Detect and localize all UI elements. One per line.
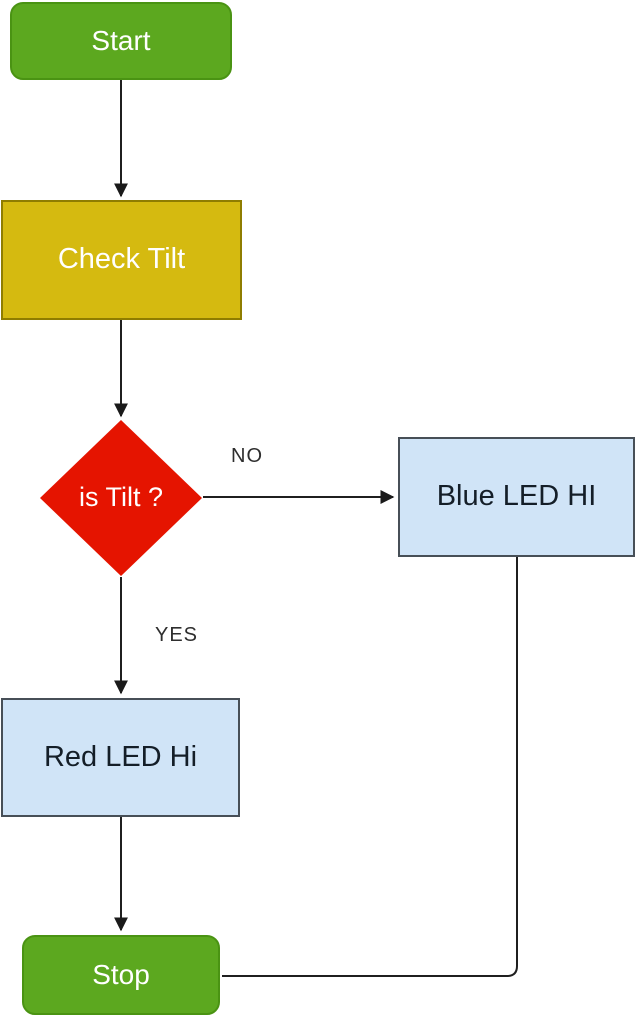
node-decision-label: is Tilt ? [78,482,164,513]
edge-blueled-to-stop [222,557,518,977]
node-blue-led: Blue LED HI [398,437,635,557]
node-stop-label: Stop [92,958,150,990]
node-start-label: Start [91,24,151,56]
edge-label-no: NO [231,445,263,467]
node-red-led: Red LED Hi [1,698,240,817]
node-check-tilt: Check Tilt [1,200,242,320]
node-decision-is-tilt: is Tilt ? [40,420,202,576]
edge-label-yes: YES [155,624,199,646]
node-red-led-label: Red LED Hi [43,740,198,773]
node-blue-led-label: Blue LED HI [436,480,597,513]
node-start: Start [10,2,232,80]
node-stop: Stop [22,935,220,1015]
node-check-tilt-label: Check Tilt [57,243,186,276]
